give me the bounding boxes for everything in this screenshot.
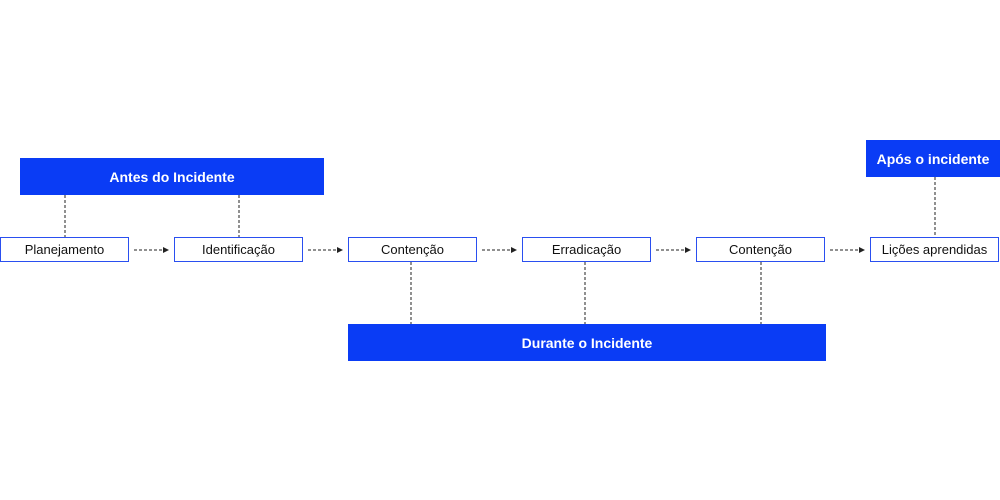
step-identificacao: Identificação	[174, 237, 303, 262]
step-contencao-1: Contenção	[348, 237, 477, 262]
step-erradicacao: Erradicação	[522, 237, 651, 262]
step-planejamento: Planejamento	[0, 237, 129, 262]
step-licoes-aprendidas: Lições aprendidas	[870, 237, 999, 262]
phase-during-banner: Durante o Incidente	[348, 324, 826, 361]
step-contencao-2: Contenção	[696, 237, 825, 262]
phase-before-banner: Antes do Incidente	[20, 158, 324, 195]
phase-after-banner: Após o incidente	[866, 140, 1000, 177]
